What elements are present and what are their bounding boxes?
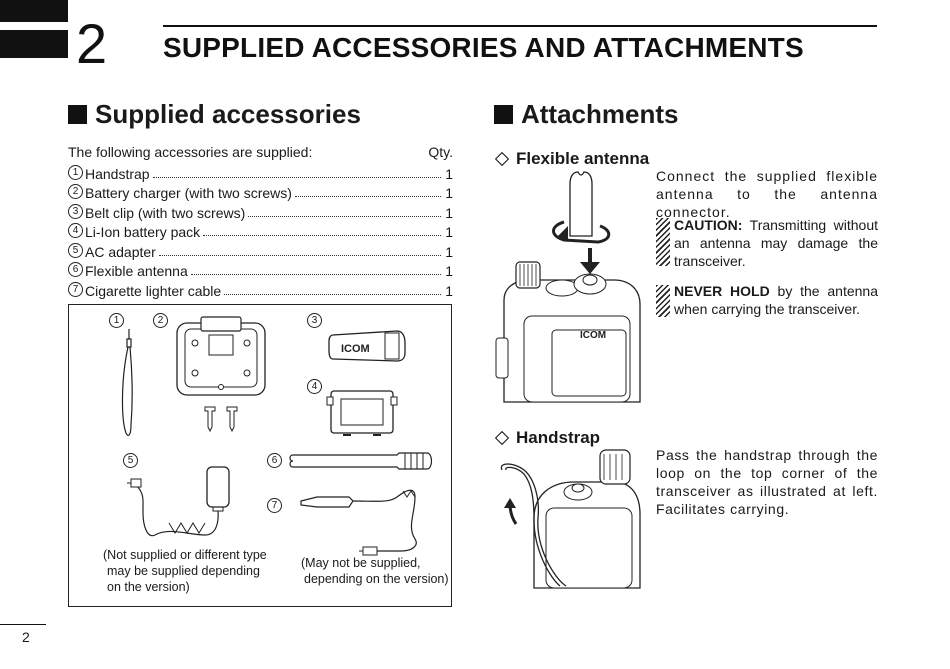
footer-rule [0, 624, 46, 625]
never-hold-note: NEVER HOLD by the antenna when carrying … [674, 283, 878, 317]
leader-dots [248, 215, 441, 217]
item-qty: 1 [445, 185, 453, 201]
item-number: 7 [68, 281, 83, 297]
chapter-tab-bottom [0, 30, 68, 58]
never-hold-hatch-icon [656, 285, 670, 317]
diamond-icon [494, 430, 510, 446]
handstrap-attach-illustration [500, 449, 641, 589]
accessories-intro: The following accessories are supplied: [68, 144, 313, 160]
handstrap-illustration [121, 329, 133, 437]
qty-header: Qty. [428, 144, 453, 160]
item-qty: 1 [445, 282, 453, 299]
belt-clip-brand-text: ICOM [341, 343, 370, 355]
antenna-instruction: Connect the supplied flexible antenna to… [656, 168, 878, 220]
flexible-antenna-illustration [289, 452, 433, 470]
attachments-heading: Attachments [494, 99, 678, 130]
illustration-label-4: 4 [307, 379, 322, 394]
page-number: 2 [22, 629, 30, 645]
flexible-antenna-heading: Flexible antenna [494, 149, 649, 169]
chapter-title: SUPPLIED ACCESSORIES AND ATTACHMENTS [163, 32, 804, 63]
leader-dots [203, 235, 441, 236]
item-name: AC adapter [85, 243, 156, 260]
illustration-label-1: 1 [109, 313, 124, 328]
item-number: 4 [68, 223, 83, 238]
leader-dots [158, 254, 441, 256]
item-number: 6 [68, 262, 83, 277]
illustration-label-5: 5 [123, 453, 138, 468]
ac-adapter-illustration [127, 466, 230, 537]
chapter-number: 2 [76, 12, 108, 75]
cigarette-cable-note: (May not be supplied, depending on the v… [301, 556, 449, 586]
item-name: Li-Ion battery pack [85, 224, 201, 240]
radio-antenna-illustration: ICOM [495, 171, 641, 403]
radio-brand-text: ICOM [580, 330, 606, 341]
handstrap-instruction: Pass the handstrap through the loop on t… [656, 447, 878, 517]
leader-dots [294, 196, 441, 197]
supplied-accessories-heading: Supplied accessories [68, 99, 361, 130]
item-name: Flexible antenna [85, 263, 188, 279]
caution-hatch-icon [656, 218, 670, 266]
leader-dots [190, 274, 441, 275]
item-qty: 1 [445, 263, 453, 279]
item-name: Battery charger (with two screws) [85, 185, 292, 201]
battery-charger-illustration [176, 316, 266, 433]
caution-note: CAUTION: Transmitting without an antenna… [674, 217, 878, 269]
illustration-label-6: 6 [267, 453, 282, 468]
heading-square-icon [68, 105, 87, 124]
item-name: Belt clip (with two screws) [85, 204, 246, 221]
item-name: Handstrap [85, 165, 150, 182]
item-qty: 1 [445, 165, 453, 182]
item-number: 2 [68, 184, 83, 199]
belt-clip-illustration: ICOM [328, 330, 406, 362]
item-qty: 1 [445, 243, 453, 260]
leader-dots [224, 293, 441, 295]
item-number: 3 [68, 203, 83, 219]
heading-square-icon [494, 105, 513, 124]
ac-adapter-note: (Not supplied or different type may be s… [103, 548, 267, 594]
header-rule [163, 25, 877, 27]
illustration-label-2: 2 [153, 313, 168, 328]
accessories-intro-row: The following accessories are supplied: … [68, 144, 453, 160]
accessories-illustration-box: 1 2 3 4 5 6 7 ICOM [68, 304, 452, 607]
illustration-label-3: 3 [307, 313, 322, 328]
item-name: Cigarette lighter cable [85, 282, 222, 299]
item-number: 1 [68, 164, 83, 180]
item-number: 5 [68, 242, 83, 258]
cigarette-lighter-cable-illustration [300, 489, 417, 556]
leader-dots [152, 176, 441, 178]
item-qty: 1 [445, 204, 453, 221]
battery-pack-illustration [326, 390, 398, 436]
chapter-tab-top [0, 0, 68, 22]
handstrap-heading: Handstrap [494, 428, 600, 448]
illustration-label-7: 7 [267, 498, 282, 513]
item-qty: 1 [445, 224, 453, 240]
diamond-icon [494, 151, 510, 167]
